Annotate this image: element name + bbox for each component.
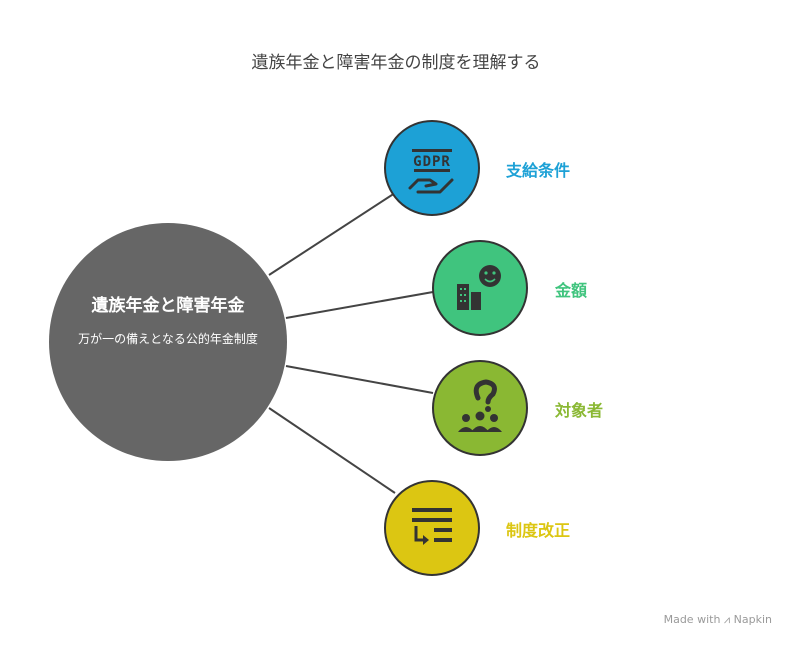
node-circle: [384, 120, 480, 216]
center-node: 遺族年金と障害年金 万が一の備えとなる公的年金制度: [70, 295, 266, 348]
napkin-brand-text: Napkin: [733, 613, 772, 626]
node-eligible-persons: [432, 360, 528, 456]
center-subtitle: 万が一の備えとなる公的年金制度: [78, 332, 258, 346]
connector-line: [268, 407, 396, 494]
made-with-text: Made with: [663, 613, 721, 626]
node-label-payment-conditions: 支給条件: [506, 161, 571, 180]
node-amount: [432, 240, 528, 336]
node-circle: [432, 240, 528, 336]
center-title: 遺族年金と障害年金: [91, 296, 245, 316]
building-smile-icon: [457, 265, 501, 310]
connector-line: [285, 291, 434, 319]
node-system-revision: [384, 480, 480, 576]
people-question-icon: [458, 379, 502, 432]
node-circle: [432, 360, 528, 456]
napkin-logo-icon: ⩘: [723, 613, 731, 626]
diagram-title: 遺族年金と障害年金の制度を理解する: [251, 53, 541, 73]
gdpr-icon-text: GDPR: [413, 154, 451, 170]
center-circle: [49, 223, 287, 461]
made-with-napkin-footer: Made with ⩘ Napkin: [664, 613, 772, 627]
node-label-system-revision: 制度改正: [506, 521, 571, 540]
connector-line: [285, 365, 434, 394]
connector-line: [268, 192, 396, 276]
node-label-eligible-persons: 対象者: [555, 401, 604, 420]
node-circle: [384, 480, 480, 576]
gdpr-hand-icon: GDPR: [408, 149, 454, 194]
node-payment-conditions: GDPR: [384, 120, 480, 216]
list-arrow-icon: [412, 508, 452, 545]
node-label-amount: 金額: [555, 281, 588, 300]
